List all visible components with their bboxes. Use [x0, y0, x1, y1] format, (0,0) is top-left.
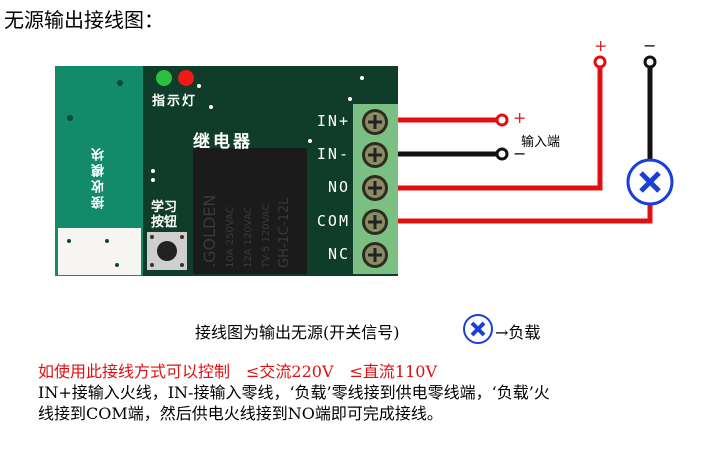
green-led-icon — [156, 70, 172, 86]
terminal-screw-icon — [362, 142, 388, 168]
terminal-screw-icon — [362, 242, 388, 268]
supply-minus: − — [643, 36, 657, 55]
relay-spec: 10A 250VAC — [225, 206, 236, 268]
learn-label-1: 学习 — [151, 200, 178, 215]
receiver-chip — [58, 228, 141, 275]
terminal-label: NC — [327, 245, 350, 263]
relay-markings: .GOLDEN 10A 250VAC 12A 120VAC TV-5 120VAC G… — [198, 195, 294, 268]
supply-plus: + — [594, 36, 608, 55]
relay-brand: .GOLDEN — [200, 194, 219, 268]
terminal-label: COM — [316, 212, 350, 230]
relay-spec: 12A 120VAC — [243, 206, 254, 268]
load-lamp-icon — [626, 158, 674, 206]
terminal-label: NO — [327, 178, 350, 196]
relay-spec: TV-5 120VAC — [261, 203, 272, 268]
diagram-title: 无源输出接线图： — [4, 8, 164, 32]
learn-button-label: 学习按钮 — [151, 200, 177, 230]
terminal-screw-icon — [362, 175, 388, 201]
warning-note: 如使用此接线方式可以控制 ≤交流220V ≤直流110V — [38, 362, 438, 381]
note-line-2: 线接到COM端，然后供电火线接到NO端即可完成接线。 — [38, 404, 443, 423]
terminal-screw-icon — [362, 109, 388, 135]
input-minus: − — [513, 144, 527, 163]
indicator-label: 指示灯 — [152, 94, 198, 109]
terminal-label: IN- — [316, 145, 350, 163]
note-line-1: IN+接输入火线，IN-接输入零线，‘负载’零线接到供电零线端，‘负载’火 — [38, 383, 550, 402]
legend-load-icon — [463, 314, 493, 344]
relay-model: GH-1C-12L — [277, 197, 292, 268]
relay — [193, 148, 307, 274]
learn-label-2: 按钮 — [151, 215, 178, 230]
terminal-label: IN+ — [316, 112, 350, 130]
red-led-icon — [178, 70, 194, 86]
input-label: 输入端 — [521, 135, 561, 150]
terminal-screw-icon — [362, 209, 388, 235]
legend-load: →负载 — [495, 323, 541, 342]
wires — [398, 67, 653, 224]
relay-label: 继电器 — [193, 132, 253, 152]
input-plus: + — [513, 108, 527, 127]
legend-text: 接线图为输出无源(开关信号) — [195, 323, 400, 342]
receiver-label: 接收模块 — [92, 145, 107, 209]
